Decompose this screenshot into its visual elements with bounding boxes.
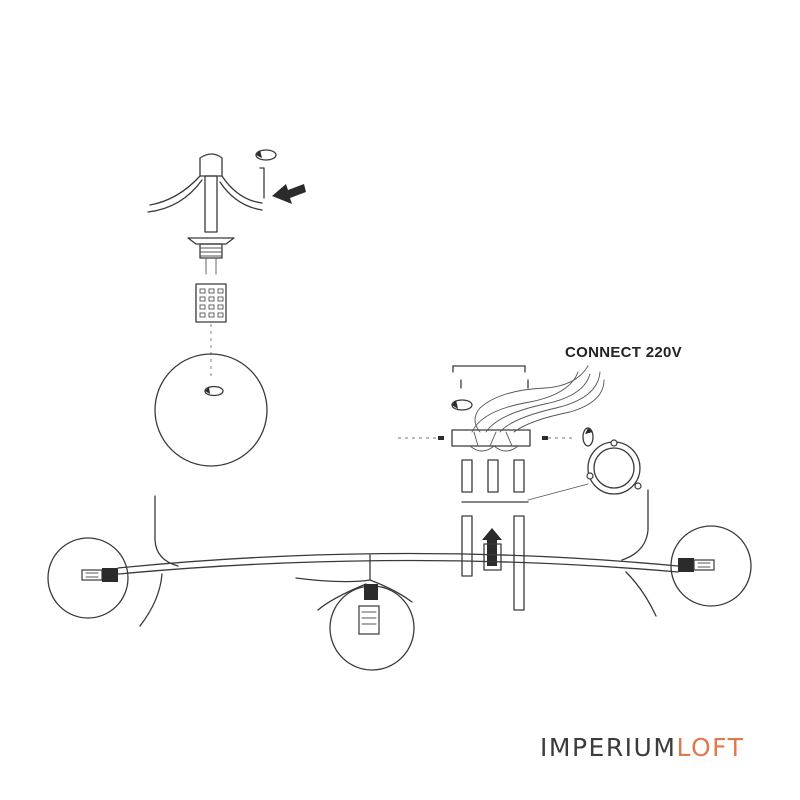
mount-wire-right-low <box>625 571 657 617</box>
push-arrow-icon <box>272 184 306 204</box>
supply-wire <box>471 371 579 433</box>
socket-left <box>102 568 118 582</box>
arm-flange <box>187 237 235 245</box>
terminal-block <box>461 459 473 493</box>
screw <box>542 436 548 440</box>
holder-pins <box>199 288 224 318</box>
ring-hole <box>586 472 594 480</box>
glass-globe-left <box>47 537 129 619</box>
rotate-arrow-icon <box>204 385 224 397</box>
center-wire-left-low <box>317 583 367 611</box>
push-arrow-icon <box>482 528 502 566</box>
arm-branch-right-inner <box>219 181 263 211</box>
main-arm-lower <box>117 559 679 575</box>
rotate-arrow-icon <box>582 427 594 447</box>
watermark-part2: LOFT <box>676 733 745 762</box>
arm-cap <box>199 153 223 177</box>
rotate-arrow-icon <box>451 399 473 411</box>
mount-wire-right <box>621 489 649 561</box>
imperiumloft-watermark: IMPERIUMLOFT <box>540 733 744 762</box>
mounting-bar <box>451 429 531 447</box>
glass-globe-right <box>670 525 752 607</box>
bulb-holder <box>195 283 227 323</box>
socket-center <box>364 584 378 600</box>
bulb-holder-right <box>693 559 715 571</box>
center-wire-right <box>369 579 413 603</box>
arm-branch-right <box>221 175 263 204</box>
socket-right <box>678 558 694 572</box>
ring-hole <box>634 482 642 490</box>
supply-wire <box>485 373 591 433</box>
supply-wire <box>499 371 601 433</box>
main-arm <box>117 552 679 569</box>
arm-stem <box>204 175 218 233</box>
connect-220v-label: CONNECT 220V <box>565 344 682 361</box>
screw <box>438 436 444 440</box>
chandelier-assembly <box>47 489 752 671</box>
detail-arm-holder-globe <box>147 149 306 467</box>
terminal-block <box>513 459 525 493</box>
arm-branch-left <box>149 175 201 206</box>
ring-hole <box>610 439 618 447</box>
watermark-part1: IMPERIUM <box>540 733 677 762</box>
thread-nipple <box>199 243 223 259</box>
canopy-ring <box>587 441 641 495</box>
glass-globe <box>154 353 268 467</box>
guide-rod <box>461 515 473 577</box>
detail-canopy-wiring: CONNECT 220V <box>398 344 682 611</box>
arm-branch-left-inner <box>147 179 203 213</box>
bulb-holder-center <box>358 605 380 635</box>
supply-wire <box>513 379 605 433</box>
rotate-arrow-icon <box>255 149 277 161</box>
mount-wire-left-low <box>139 573 163 627</box>
terminal-block <box>487 459 499 493</box>
hex-key-icon <box>259 167 265 199</box>
center-wire-left <box>295 577 371 583</box>
supply-wire <box>474 365 589 433</box>
mount-wire-left <box>154 495 179 567</box>
bulb-holder-left <box>81 569 103 581</box>
